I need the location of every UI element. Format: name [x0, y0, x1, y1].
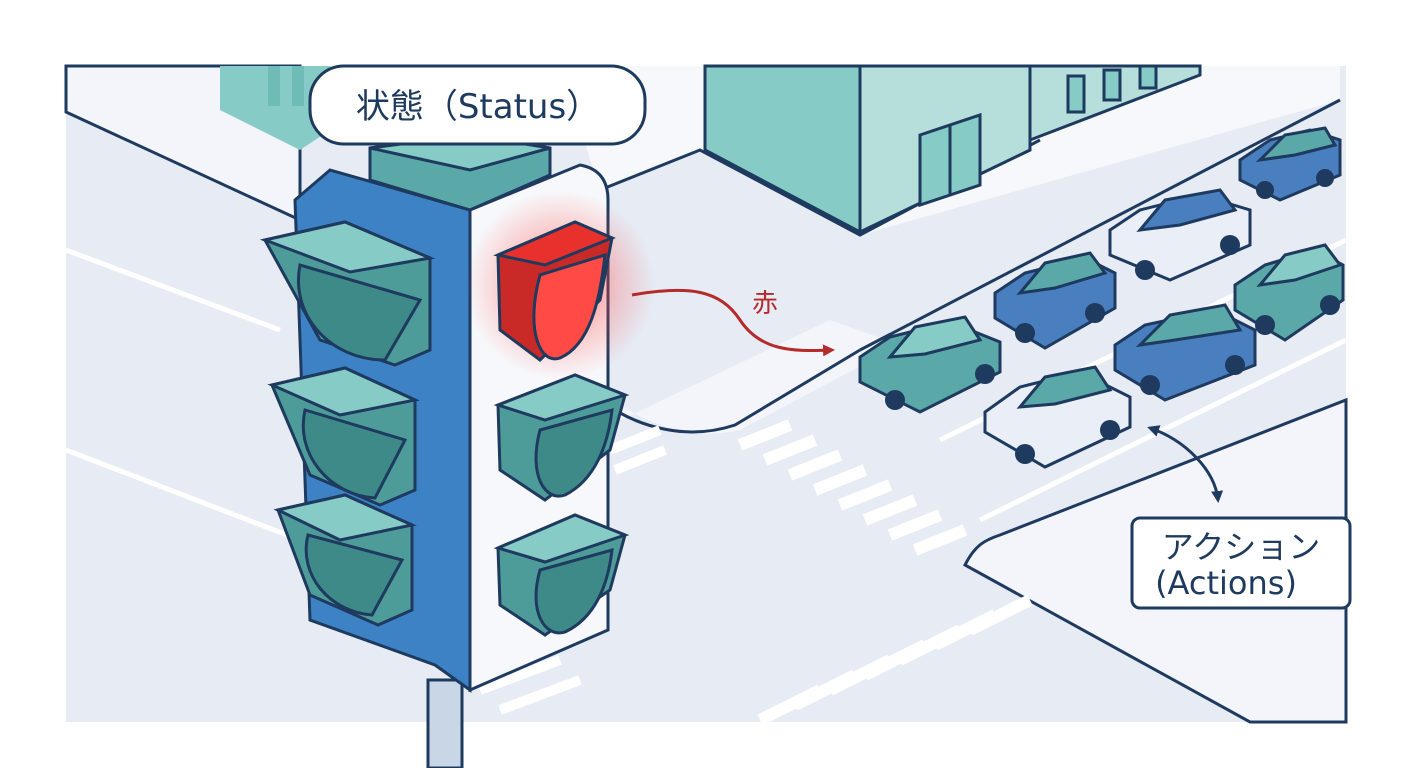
actions-label-line2: (Actions) — [1155, 564, 1297, 602]
actions-label: アクション (Actions) — [1132, 518, 1350, 608]
status-label-text: 状態（Status） — [356, 87, 600, 127]
actions-label-line1: アクション — [1162, 528, 1320, 566]
red-label: 赤 — [752, 289, 778, 319]
status-label: 状態（Status） — [310, 66, 645, 144]
